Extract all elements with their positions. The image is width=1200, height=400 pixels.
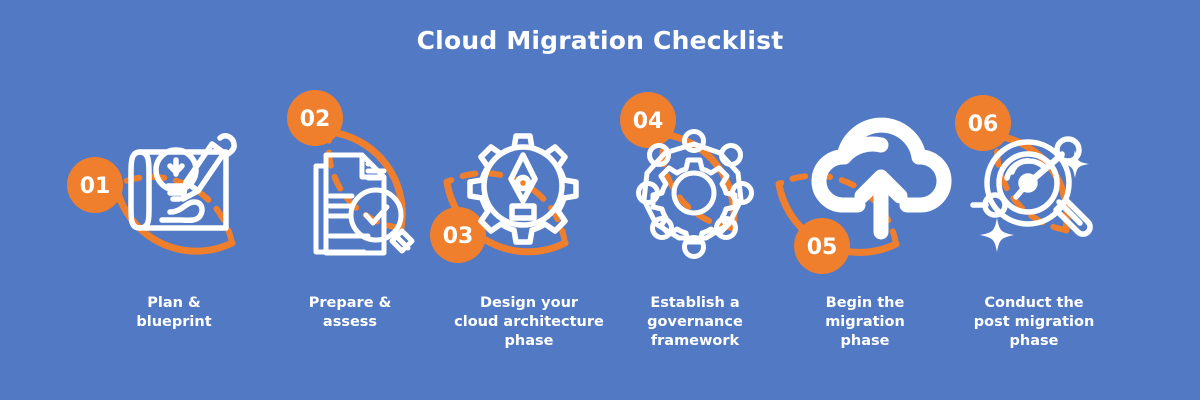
- step-label-6: Conduct the post migration phase: [939, 294, 1129, 351]
- badge-3-number: 03: [443, 224, 474, 249]
- gear-pen-nib-icon: [467, 133, 579, 245]
- badge-6-number: 06: [968, 112, 999, 137]
- circle-3-solid-arc: [443, 178, 569, 256]
- step-badge-4[interactable]: 04: [620, 92, 676, 148]
- blueprint-lightbulb-pencil-icon: [128, 133, 237, 231]
- step-label-5-line2: migration: [825, 314, 905, 331]
- badge-5-number: 05: [807, 235, 838, 260]
- circle-3-dashed-arc: [444, 170, 568, 246]
- badge-6-circle: [955, 95, 1011, 151]
- step-badge-1[interactable]: 01: [67, 157, 123, 213]
- circle-5-dashed-arc: [776, 172, 899, 247]
- step-label-1-line2: blueprint: [136, 314, 212, 331]
- badge-2-number: 02: [300, 107, 331, 132]
- badge-4-circle: [620, 92, 676, 148]
- badge-1-circle: [67, 157, 123, 213]
- step-badge-5[interactable]: 05: [794, 218, 850, 274]
- step-label-3-line2: cloud architecture: [454, 314, 604, 331]
- step-label-4: Establish a governance framework: [600, 294, 790, 351]
- gear-network-nodes-icon: [636, 129, 754, 259]
- step-label-2-line1: Prepare &: [308, 295, 392, 311]
- badge-1-number: 01: [80, 174, 111, 199]
- step-label-4-line2: governance: [647, 314, 743, 331]
- badge-2-circle: [287, 90, 343, 146]
- step-label-3-line1: Design your: [479, 295, 579, 311]
- cloud-upload-arrow-icon: [854, 169, 908, 240]
- step-label-5: Begin the migration phase: [770, 294, 960, 351]
- step-label-1-line1: Plan &: [147, 295, 201, 311]
- badge-5-circle: [794, 218, 850, 274]
- step-label-6-line2: post migration: [973, 314, 1095, 331]
- magnifier-gauge-sparkle-icon: [970, 136, 1093, 237]
- step-label-3-line3: phase: [504, 333, 554, 350]
- badge-4-number: 04: [633, 109, 664, 134]
- step-badge-2[interactable]: 02: [287, 90, 343, 146]
- step-circle-3: [443, 170, 569, 256]
- circle-4-dashed-arc: [659, 131, 736, 231]
- page-title: Cloud Migration Checklist: [416, 26, 784, 55]
- step-badge-6[interactable]: 06: [955, 95, 1011, 151]
- documents-magnifier-check-icon: [313, 152, 415, 256]
- step-label-3: Design your cloud architecture phase: [434, 294, 624, 351]
- step-label-5-line1: Begin the: [825, 295, 905, 311]
- step-label-5-line3: phase: [840, 333, 890, 350]
- step-label-6-line3: phase: [1009, 333, 1059, 350]
- step-label-4-line1: Establish a: [650, 295, 740, 311]
- step-label-2: Prepare & assess: [255, 294, 445, 332]
- step-label-4-line3: framework: [650, 333, 740, 350]
- step-label-1: Plan & blueprint: [79, 294, 269, 332]
- badge-3-circle: [430, 207, 486, 263]
- circle-1-solid-arc: [112, 181, 236, 255]
- step-label-2-line2: assess: [322, 314, 378, 331]
- step-badge-3[interactable]: 03: [430, 207, 486, 263]
- sparkle-icons: [980, 150, 1089, 252]
- cloud-upload-icon: [811, 117, 952, 213]
- step-label-6-line1: Conduct the: [984, 295, 1084, 311]
